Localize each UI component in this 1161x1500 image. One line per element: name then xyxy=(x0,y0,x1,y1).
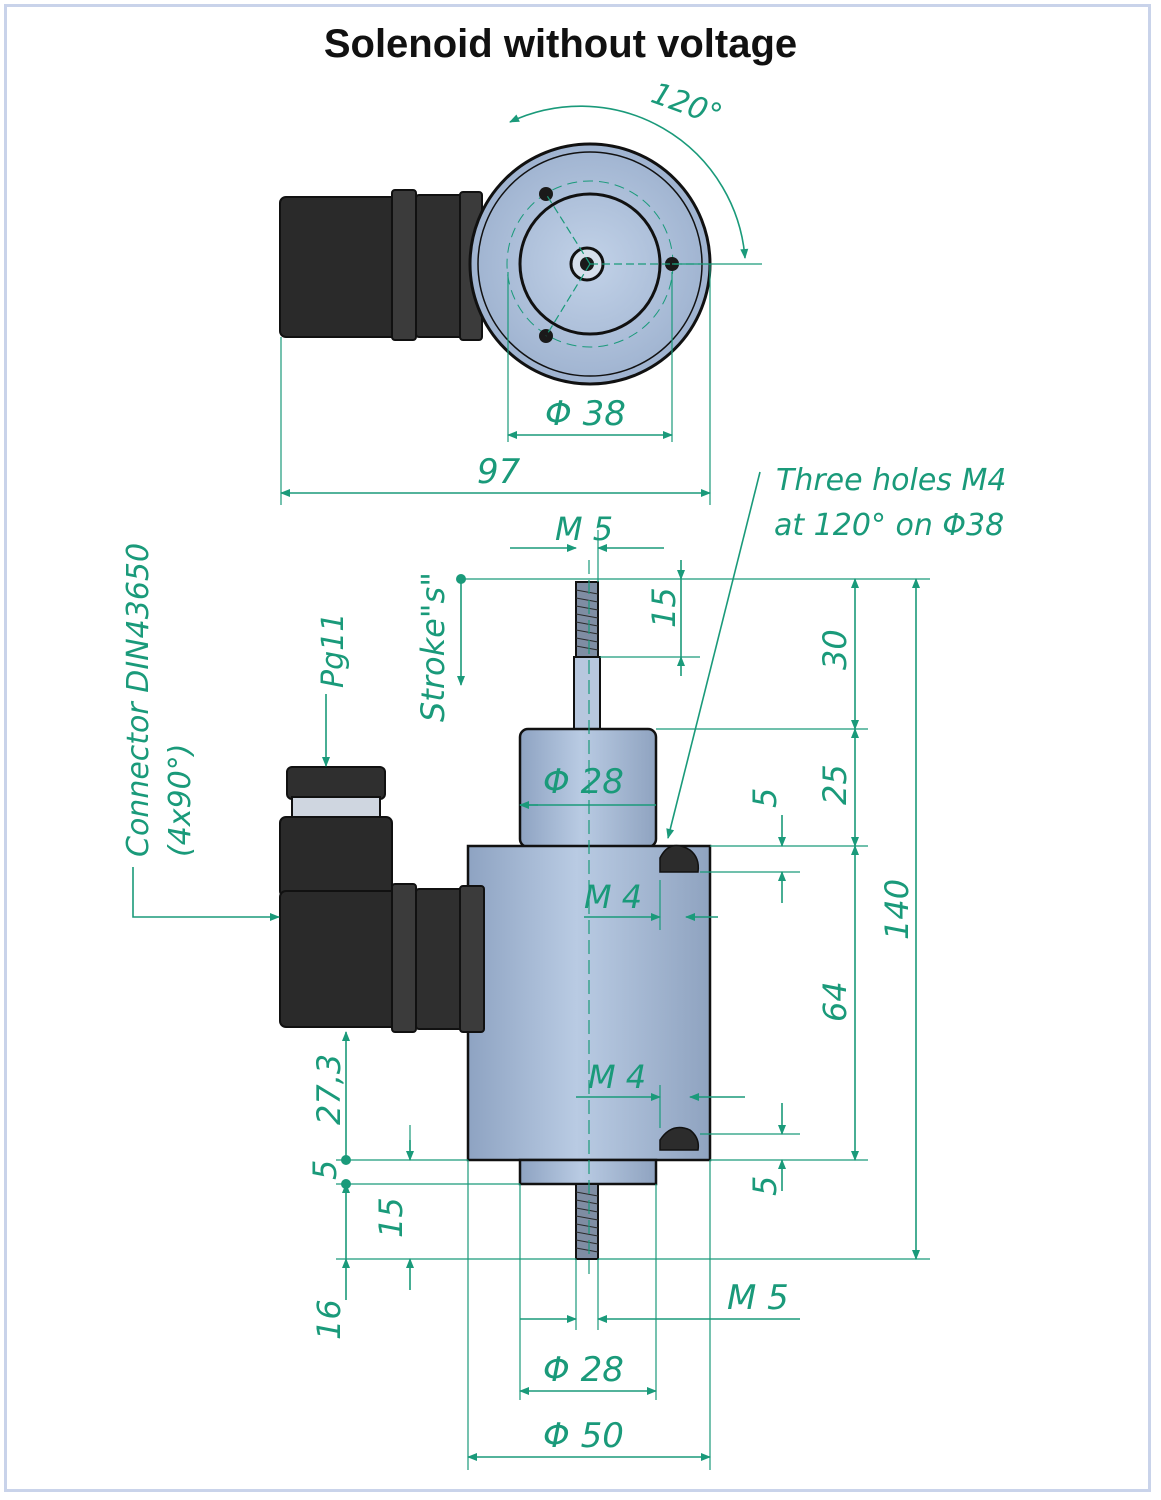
top-shaft-inner xyxy=(580,257,594,271)
upper-m4-hole xyxy=(659,844,700,873)
three-holes-line-1: Three holes M4 xyxy=(776,463,1006,498)
dim-5-upper-label: 5 xyxy=(746,788,784,808)
lower-neck xyxy=(518,1158,658,1186)
connector-ring-2 xyxy=(415,888,465,1030)
m5-bottom-label: M 5 xyxy=(727,1278,789,1318)
phi-38-label: Φ 38 xyxy=(545,394,626,434)
connector-lower-block xyxy=(279,890,401,1028)
dim-15-top-label: 15 xyxy=(645,587,683,628)
connector-label-line-1: Connector DIN43650 xyxy=(121,543,156,857)
stroke-label: Stroke"s" xyxy=(414,572,452,722)
phi-28-top-label: Φ 28 xyxy=(543,762,624,802)
top-connector-body xyxy=(279,196,401,338)
connector-ring-1 xyxy=(391,883,417,1033)
connector-housing xyxy=(279,816,393,898)
pg11-gland-top xyxy=(286,766,386,800)
dim-25-label: 25 xyxy=(816,764,854,805)
top-connector-ring-2 xyxy=(415,194,467,338)
dim-140-label: 140 xyxy=(878,879,916,940)
top-connector-ring-1 xyxy=(391,189,417,341)
m5-top-label: M 5 xyxy=(555,510,613,548)
angle-label: 120° xyxy=(647,76,727,134)
dim-5-lower-label: 5 xyxy=(746,1176,784,1196)
connector-ring-3 xyxy=(459,885,485,1033)
top-view xyxy=(279,142,712,386)
phi-28-bottom-label: Φ 28 xyxy=(543,1350,624,1390)
m4-upper-label: M 4 xyxy=(584,878,642,916)
diagram-title: Solenoid without voltage xyxy=(323,22,798,66)
top-hole-upper xyxy=(539,187,553,201)
phi-50-label: Φ 50 xyxy=(543,1416,624,1456)
side-view xyxy=(279,560,712,1275)
dim-15-left-label: 15 xyxy=(372,1197,410,1238)
dim-97-label: 97 xyxy=(477,452,521,492)
dim-64-label: 64 xyxy=(816,981,854,1022)
three-holes-line-2: at 120° on Φ38 xyxy=(774,508,1004,543)
dim-27-3-label: 27,3 xyxy=(310,1054,348,1125)
connector-label-line-2: (4x90°) xyxy=(163,744,198,857)
plunger-shaft xyxy=(573,656,601,730)
side-view-dimensions: Three holes M4 at 120° on Φ38 M 5 Stroke… xyxy=(121,463,1006,1470)
pg11-gland-ring xyxy=(291,796,381,820)
lower-m4-hole xyxy=(659,1126,700,1151)
dim-5-left-label: 5 xyxy=(306,1160,344,1180)
dim-30-label: 30 xyxy=(816,629,854,670)
m4-lower-label: M 4 xyxy=(588,1058,646,1096)
dim-16-label: 16 xyxy=(310,1299,348,1340)
pg11-label: Pg11 xyxy=(316,613,351,688)
